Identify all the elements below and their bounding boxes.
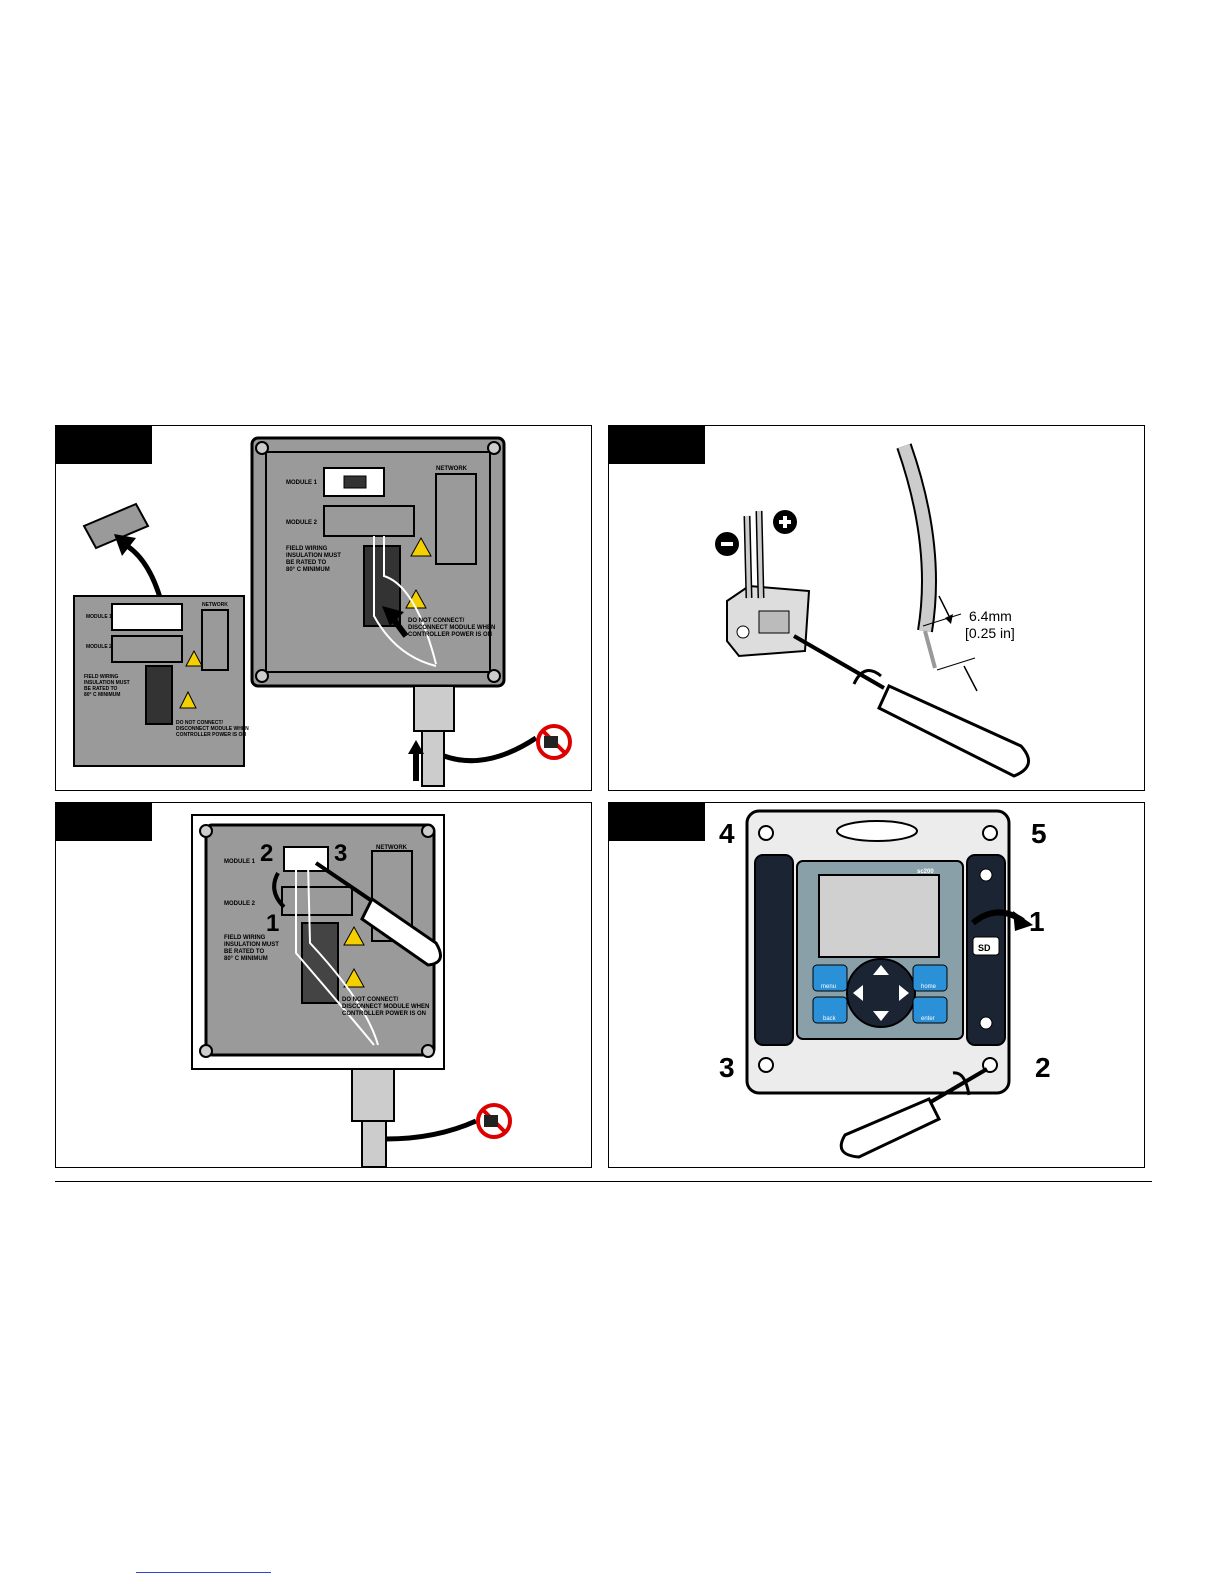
curved-arrow-icon <box>122 541 164 602</box>
large-module2-label: MODULE 2 <box>286 520 318 526</box>
field-wiring-1: FIELD WIRING <box>224 935 266 941</box>
dimension-mm: 6.4mm <box>969 608 1012 624</box>
step-4-illustration: sc200 SD menu home back enter 1 2 3 4 5 <box>719 809 1051 1159</box>
step-1-tab <box>56 426 152 464</box>
cable-gland <box>413 685 455 787</box>
enter-button-label: enter <box>921 1016 935 1022</box>
network-label: NETWORK <box>376 845 408 851</box>
no-power-plug-icon <box>536 724 572 760</box>
step-3-panel: MODULE 1 MODULE 2 NETWORK FIELD WIRING I… <box>55 802 592 1168</box>
power-cord <box>385 1118 478 1142</box>
terminal-block <box>726 584 811 658</box>
page-divider <box>55 1181 1152 1182</box>
large-field-wiring-4: 80° C MINIMUM <box>286 567 330 573</box>
controller-front <box>745 809 1011 1095</box>
callout-3: 3 <box>334 840 347 867</box>
screwdriver <box>839 1067 989 1159</box>
module2-label: MODULE 2 <box>224 901 256 907</box>
callout-1: 1 <box>1029 906 1045 937</box>
warning-2: DISCONNECT MODULE WHEN <box>342 1004 429 1010</box>
small-warning-2: DISCONNECT MODULE WHEN <box>176 726 249 732</box>
large-field-wiring-2: INSULATION MUST <box>286 553 341 559</box>
menu-button-label: menu <box>821 984 836 990</box>
small-field-wiring-3: BE RATED TO <box>84 686 118 692</box>
minus-icon <box>715 532 739 556</box>
sd-label: SD <box>978 943 991 953</box>
small-field-wiring-4: 80° C MINIMUM <box>84 692 120 698</box>
small-warning-1: DO NOT CONNECT/ <box>176 720 224 726</box>
lift-arrow-icon <box>272 872 286 909</box>
screwdriver <box>314 861 442 967</box>
rotate-arrow-icon <box>852 669 882 685</box>
large-module1-label: MODULE 1 <box>286 480 318 486</box>
step-4-tab <box>609 803 705 841</box>
callout-2: 2 <box>260 840 273 867</box>
step-3-tab <box>56 803 152 841</box>
callout-1: 1 <box>266 910 279 937</box>
small-warning-3: CONTROLLER POWER IS ON <box>176 732 246 738</box>
screwdriver <box>792 634 1030 778</box>
home-button-label: home <box>921 984 937 990</box>
callout-3: 3 <box>719 1052 735 1083</box>
step-1-illustration: MODULE 1 MODULE 2 NETWORK FIELD WIRING I… <box>73 436 572 787</box>
plus-icon <box>773 510 797 534</box>
cable-gland <box>351 1068 395 1167</box>
step-1-panel: MODULE 1 MODULE 2 NETWORK FIELD WIRING I… <box>55 425 592 791</box>
stripped-wire-end <box>923 630 937 669</box>
step-2-tab <box>609 426 705 464</box>
warning-1: DO NOT CONNECT/ <box>342 997 399 1003</box>
large-warning-3: CONTROLLER POWER IS ON <box>408 632 492 638</box>
field-wiring-3: BE RATED TO <box>224 949 264 955</box>
removed-cover-plate <box>82 502 150 550</box>
small-network-label: NETWORK <box>202 602 228 608</box>
callout-4: 4 <box>719 818 735 849</box>
module1-label: MODULE 1 <box>224 859 256 865</box>
field-wiring-2: INSULATION MUST <box>224 942 279 948</box>
dimension-in: [0.25 in] <box>965 625 1015 641</box>
small-module2-label: MODULE 2 <box>86 644 112 650</box>
large-network-label: NETWORK <box>436 466 468 472</box>
small-field-wiring-2: INSULATION MUST <box>84 680 130 686</box>
back-button-label: back <box>823 1016 837 1022</box>
small-module1-label: MODULE 1 <box>86 614 112 620</box>
wire-cable <box>898 444 935 632</box>
field-wiring-4: 80° C MINIMUM <box>224 956 268 962</box>
large-controller-body <box>250 436 506 688</box>
warning-3: CONTROLLER POWER IS ON <box>342 1011 426 1017</box>
step-4-panel: sc200 SD menu home back enter 1 2 3 4 5 <box>608 802 1145 1168</box>
power-cord <box>443 735 538 764</box>
step-2-panel: 6.4mm [0.25 in] <box>608 425 1145 791</box>
step-3-illustration: MODULE 1 MODULE 2 NETWORK FIELD WIRING I… <box>191 814 512 1167</box>
large-field-wiring-1: FIELD WIRING <box>286 546 328 552</box>
small-controller-body <box>73 595 245 767</box>
footer-link-underline <box>136 1572 271 1573</box>
large-warning-2: DISCONNECT MODULE WHEN <box>408 625 495 631</box>
model-label: sc200 <box>917 869 934 875</box>
callout-5: 5 <box>1031 818 1047 849</box>
no-power-plug-icon <box>476 1103 512 1139</box>
step-2-illustration: 6.4mm [0.25 in] <box>715 443 1030 778</box>
callout-2: 2 <box>1035 1052 1051 1083</box>
large-warning-1: DO NOT CONNECT/ <box>408 618 465 624</box>
small-field-wiring-1: FIELD WIRING <box>84 674 119 680</box>
large-field-wiring-3: BE RATED TO <box>286 560 326 566</box>
